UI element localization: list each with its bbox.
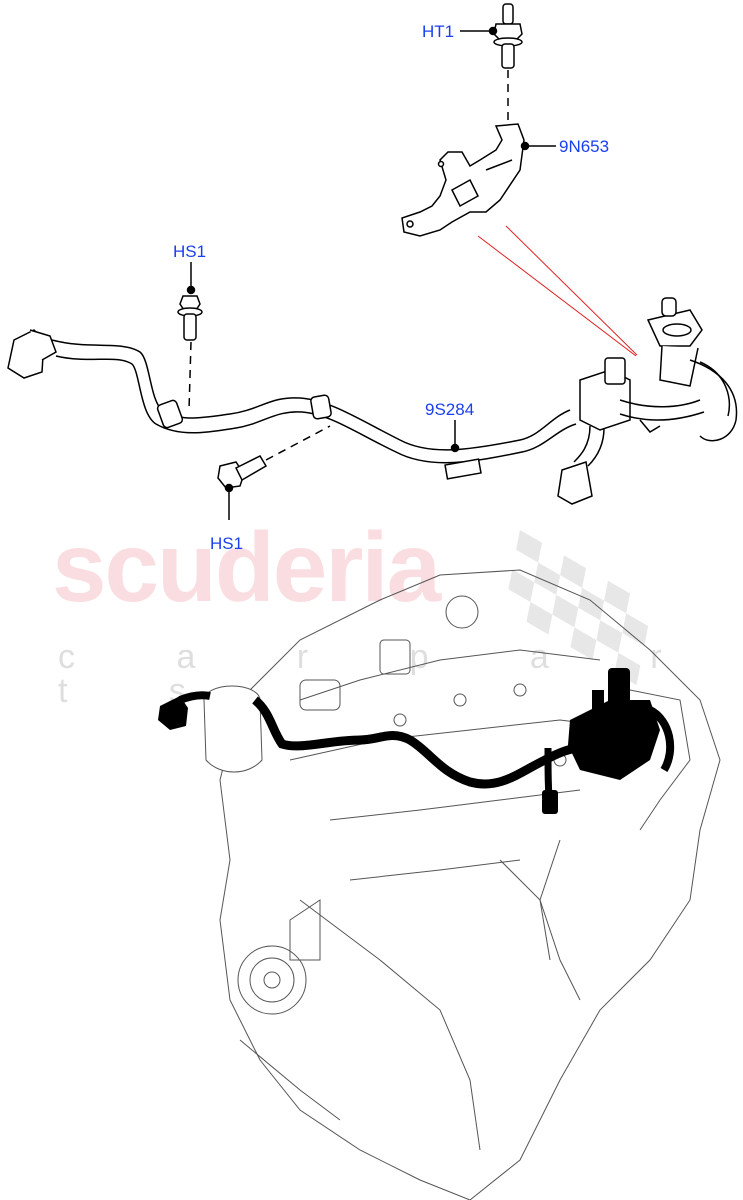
highlighted-valve-cluster (542, 668, 675, 814)
watermark-tagline: c a r p a r t s (58, 638, 708, 710)
callout-ht1[interactable]: HT1 (422, 22, 455, 41)
flange-bolt-hs1-top (177, 295, 203, 341)
checkered-flag-watermark (508, 530, 649, 686)
callout-hs1-top[interactable]: HS1 (173, 242, 207, 261)
callout-leaders (186, 26, 556, 520)
flange-bolt-hs1-bottom (217, 455, 268, 489)
stud-bolt-ht1 (493, 3, 523, 69)
callout-9s284[interactable]: 9S284 (425, 400, 475, 419)
watermark-brand: scuderia (52, 512, 441, 622)
engine-block-outline (219, 569, 721, 1200)
highlighted-connector-left (158, 696, 188, 730)
callout-9n653[interactable]: 9N653 (559, 137, 610, 156)
hose-assembly-9s284 (7, 329, 577, 480)
bracket-9n653 (401, 123, 525, 237)
filter-housing (203, 685, 263, 773)
valve-cluster (557, 297, 738, 505)
callout-hs1-bottom[interactable]: HS1 (210, 534, 244, 553)
